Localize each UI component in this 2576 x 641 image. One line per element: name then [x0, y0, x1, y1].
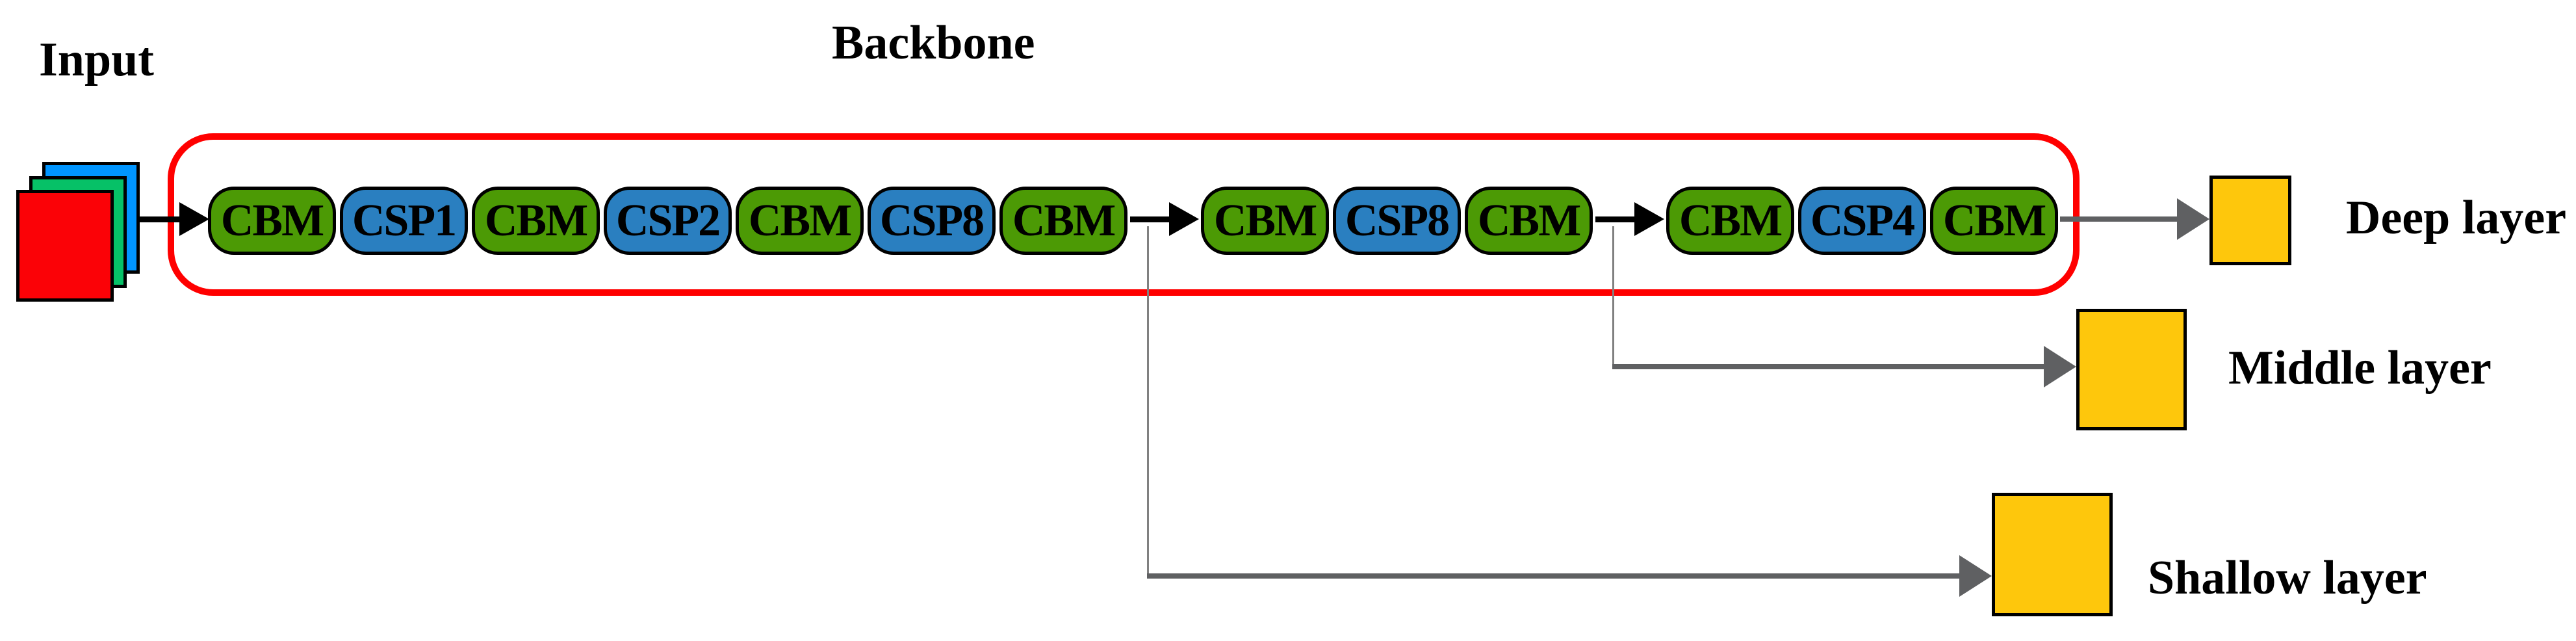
arrow-shaft: [2060, 216, 2177, 222]
backbone-block-csp8-b: CSP8: [1333, 187, 1461, 255]
arrow-head-icon: [1634, 202, 1664, 236]
arrow-head-icon: [179, 202, 209, 236]
arrow-head-icon: [1959, 555, 1992, 597]
tap-vertical-line: [1147, 226, 1149, 579]
backbone-label: Backbone: [832, 16, 1035, 70]
backbone-block-cbm-4: CBM: [736, 187, 864, 255]
backbone-block-cbm-10: CBM: [1666, 187, 1794, 255]
tap-vertical-line: [1612, 226, 1614, 369]
backbone-block-cbm-6: CBM: [999, 187, 1127, 255]
middle-layer-box: [2076, 309, 2187, 430]
arrow-head-icon: [1169, 202, 1199, 236]
backbone-block-cbm-2: CBM: [472, 187, 600, 255]
shallow-layer-box: [1992, 493, 2113, 616]
backbone-block-csp2: CSP2: [604, 187, 732, 255]
backbone-block-cbm-12: CBM: [1930, 187, 2058, 255]
arrow-head-icon: [2177, 198, 2209, 240]
backbone-block-cbm-0: CBM: [208, 187, 336, 255]
input-label: Input: [39, 33, 154, 86]
arrow-shaft: [138, 216, 179, 222]
deep-layer-box: [2209, 176, 2291, 265]
backbone-block-csp1: CSP1: [340, 187, 468, 255]
input-channel-red-square: [16, 190, 114, 302]
arrow-shaft: [1130, 216, 1169, 222]
arrow-shaft: [1147, 573, 1959, 579]
arrow-head-icon: [2044, 346, 2076, 387]
shallow-layer-label: Shallow layer: [2148, 551, 2427, 605]
backbone-block-cbm-9: CBM: [1465, 187, 1593, 255]
backbone-block-csp4: CSP4: [1798, 187, 1926, 255]
backbone-block-csp8-a: CSP8: [868, 187, 996, 255]
backbone-boundary-box: [168, 133, 2080, 296]
deep-layer-label: Deep layer: [2346, 191, 2567, 244]
arrow-shaft: [1612, 364, 2044, 369]
arrow-shaft: [1595, 216, 1634, 222]
backbone-block-cbm-7: CBM: [1201, 187, 1329, 255]
middle-layer-label: Middle layer: [2228, 341, 2492, 395]
